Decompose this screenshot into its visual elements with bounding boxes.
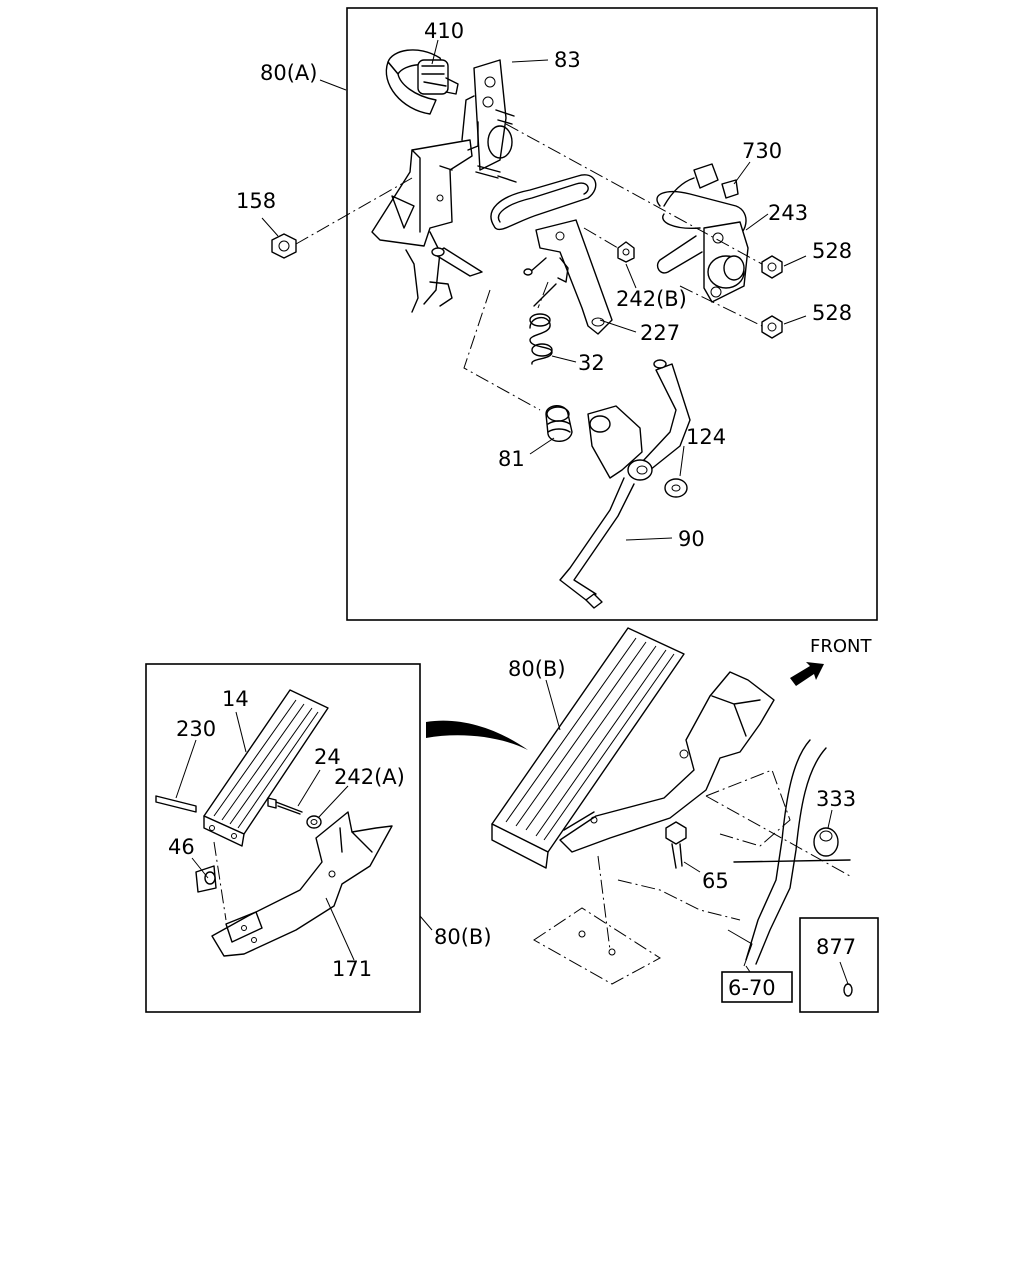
pedal-pad-14 [203, 689, 329, 847]
dash-panel [617, 739, 827, 967]
pin-230 [155, 795, 197, 813]
pedal-arm-90 [559, 359, 691, 609]
callout-230: 230 [176, 717, 216, 741]
nut-242b [617, 241, 635, 263]
callout-46: 46 [168, 835, 195, 859]
washer-124 [664, 478, 688, 498]
nut-528-lower [761, 315, 783, 339]
bolt-24 [267, 797, 303, 815]
reference-6-70[interactable]: 6-70 [728, 976, 776, 1000]
nut-528-upper [761, 255, 783, 279]
main-bracket [371, 95, 479, 313]
callout-80b-top: 80(B) [508, 657, 566, 681]
connector-730 [663, 163, 739, 207]
washer-242a [306, 815, 322, 829]
callout-227: 227 [640, 321, 680, 345]
callout-90: 90 [678, 527, 705, 551]
callout-242a: 242(A) [334, 765, 405, 789]
reference-box [721, 971, 793, 1003]
callout-410: 410 [424, 19, 464, 43]
nut-158 [271, 233, 297, 259]
pedal-assembly-80b [491, 627, 775, 869]
assembly-b-frame [145, 663, 421, 1013]
part-877-frame [799, 917, 879, 1013]
clip-410 [385, 49, 459, 115]
front-label: FRONT [810, 636, 872, 657]
callout-24: 24 [314, 745, 341, 769]
callout-333: 333 [816, 787, 856, 811]
floor-plate [533, 907, 661, 985]
callout-14: 14 [222, 687, 249, 711]
callout-81: 81 [498, 447, 525, 471]
pedal-arm-171 [211, 811, 393, 957]
callout-171: 171 [332, 957, 372, 981]
callout-158: 158 [236, 189, 276, 213]
grommet-333 [813, 827, 839, 857]
spring-32 [529, 283, 557, 365]
callout-65: 65 [702, 869, 729, 893]
spring-81 [545, 405, 573, 442]
callout-528-lower: 528 [812, 301, 852, 325]
callout-730: 730 [742, 139, 782, 163]
arrow-front-icon [790, 662, 824, 686]
callout-877: 877 [816, 935, 856, 959]
bushing-46 [195, 865, 217, 893]
callout-242b: 242(B) [616, 287, 687, 311]
plug-877 [843, 983, 853, 997]
curved-arrow-icon [426, 720, 528, 750]
bolt-65 [665, 821, 687, 869]
callout-528-upper: 528 [812, 239, 852, 263]
callout-32: 32 [578, 351, 605, 375]
leader-lines [175, 39, 849, 985]
callout-83: 83 [554, 48, 581, 72]
callout-243: 243 [768, 201, 808, 225]
callout-124: 124 [686, 425, 726, 449]
lever-227 [523, 219, 613, 335]
bracket-83 [473, 59, 513, 171]
pivot-pin [431, 247, 483, 277]
assembly-a-frame [346, 7, 878, 621]
callout-80b-side: 80(B) [434, 925, 492, 949]
callout-80a: 80(A) [260, 61, 317, 85]
pedal-sensor-243 [656, 221, 749, 303]
